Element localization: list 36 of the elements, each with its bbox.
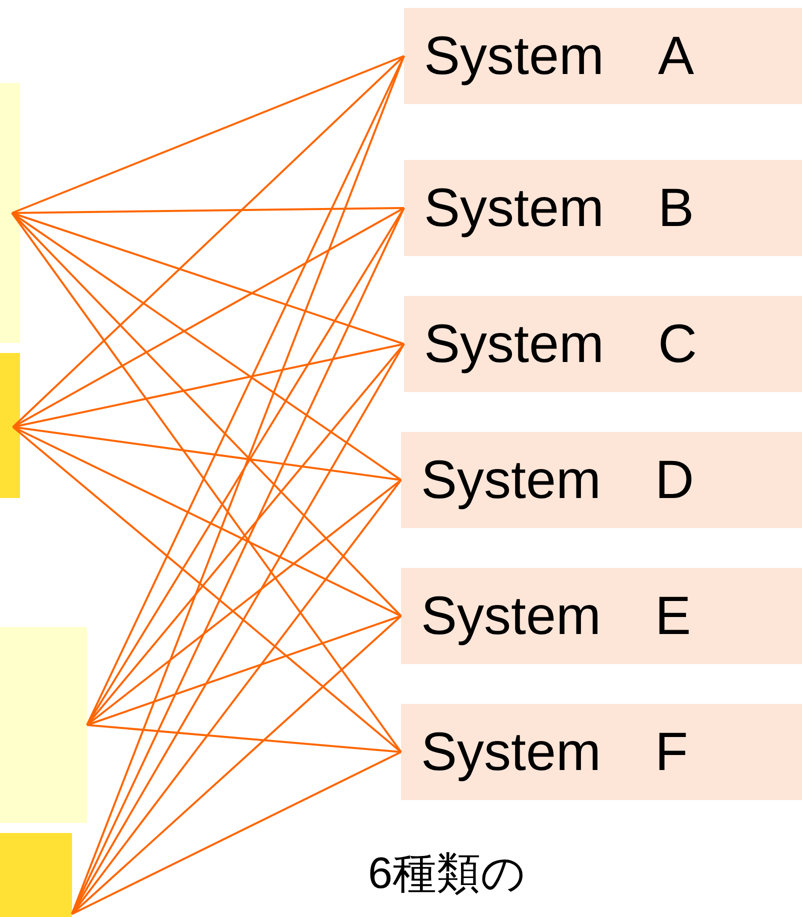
connector-line [11,212,402,481]
connector-line [11,212,402,617]
system-label: System F [421,725,688,779]
panel-block [0,627,87,823]
system-box [401,432,802,528]
connector-line [12,426,402,617]
panel-block [0,83,20,343]
connector-line [71,344,405,914]
connector-line [86,615,402,726]
connector-line [71,615,402,915]
system-box [404,296,802,392]
connector-line [12,426,402,753]
system-label: System E [421,589,692,643]
system-box [404,8,802,104]
connector-line [86,56,405,726]
system-label: System A [424,29,694,83]
connector-line [11,212,402,753]
caption-text: 6種類の [368,852,526,896]
connector-line [12,55,404,214]
connector-line [12,207,404,214]
connector-line [71,208,405,914]
system-box [401,704,802,800]
connector-line [72,751,402,915]
panel-block [0,353,20,498]
system-label: System C [424,317,698,371]
system-box [404,160,802,256]
connector-line [71,479,402,915]
panel-block [0,833,72,917]
connector-line [12,207,404,428]
system-box [401,568,802,664]
connector-line [86,724,402,753]
system-label: System D [421,453,694,507]
connector-line [86,343,405,726]
connector-line [86,207,405,726]
connector-line [12,55,405,428]
system-label: System B [424,181,694,235]
